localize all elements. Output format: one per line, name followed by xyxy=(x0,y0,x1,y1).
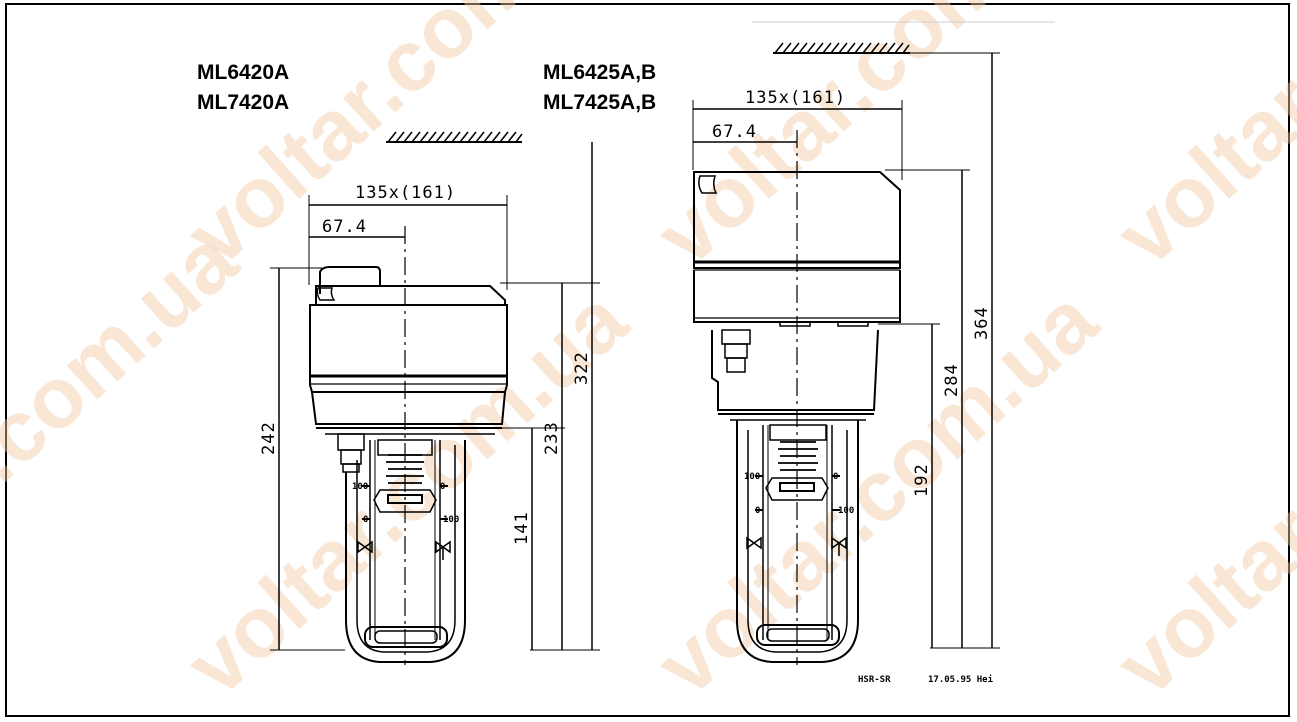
right-width-dimension: 135x(161) xyxy=(745,88,846,108)
right-model-title-2: ML7425A,B xyxy=(543,91,656,114)
drawing-frame xyxy=(5,3,1290,717)
valve-symbol-icon xyxy=(831,536,847,556)
right-ceiling-hatch xyxy=(773,42,910,54)
left-mount-height-dimension: 233 xyxy=(542,421,562,455)
right-model-title-1: ML6425A,B xyxy=(543,61,656,84)
valve-symbol-icon xyxy=(435,540,451,560)
left-model-title-1: ML6420A xyxy=(197,61,289,84)
right-body-height-dimension: 284 xyxy=(942,363,962,397)
right-scale-min-right: 0 xyxy=(833,472,838,482)
drawing-code: HSR-SR xyxy=(858,675,891,685)
left-stem-height-dimension: 141 xyxy=(512,511,532,545)
right-stem-height-dimension: 192 xyxy=(912,463,932,497)
right-center-dimension: 67.4 xyxy=(712,122,757,142)
right-scale-min-left: 0 xyxy=(755,506,760,516)
right-scale-max-right: 100 xyxy=(838,506,854,516)
right-scale-max-left: 100 xyxy=(744,472,760,482)
left-scale-min-left: 0 xyxy=(363,515,368,525)
right-total-height-dimension: 364 xyxy=(972,306,992,340)
left-ceiling-hatch xyxy=(386,131,523,143)
watermark: voltar.com.ua xyxy=(1098,0,1297,284)
left-scale-min-right: 0 xyxy=(440,482,445,492)
watermark: voltar.com.ua xyxy=(1098,271,1297,714)
watermark: voltar.com.ua xyxy=(0,211,256,654)
left-width-dimension: 135x(161) xyxy=(355,183,456,203)
left-actuator: 135x(161) 67.4 xyxy=(259,131,600,665)
left-body-height-dimension: 242 xyxy=(259,421,279,455)
left-scale-max-left: 100 xyxy=(352,482,368,492)
right-actuator: 135x(161) 67.4 xyxy=(692,21,1055,665)
left-center-dimension: 67.4 xyxy=(322,217,367,237)
left-scale-max-right: 100 xyxy=(443,515,459,525)
valve-symbol-icon xyxy=(357,540,373,554)
left-model-title-2: ML7420A xyxy=(197,91,289,114)
valve-symbol-icon xyxy=(746,536,762,550)
drawing-date: 17.05.95 Hei xyxy=(928,674,994,685)
left-total-height-dimension: 322 xyxy=(572,351,592,385)
